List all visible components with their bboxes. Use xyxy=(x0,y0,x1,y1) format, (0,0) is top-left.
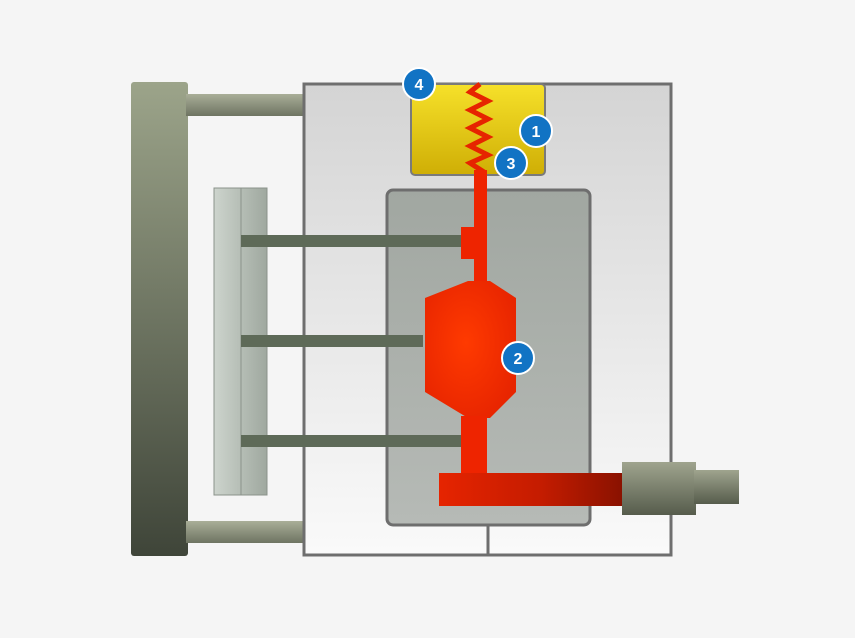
numbered-circle-icon xyxy=(519,114,553,148)
tie-bar-top xyxy=(186,94,306,116)
marker-3: 3 xyxy=(494,146,528,180)
sprue-channel xyxy=(474,170,487,228)
marker-1: 1 xyxy=(519,114,553,148)
marker-4-label: 4 xyxy=(415,77,424,94)
marker-2-label: 2 xyxy=(514,351,523,368)
heater-coil xyxy=(464,82,494,175)
tie-bar-bottom xyxy=(186,521,306,543)
runner-bar xyxy=(439,473,622,506)
lower-channel xyxy=(461,416,487,476)
ejector-pin-top xyxy=(241,235,463,247)
ejector-pin-bottom xyxy=(241,435,463,447)
injection-nozzle xyxy=(622,462,696,515)
numbered-circle-icon xyxy=(402,67,436,101)
gate-channel xyxy=(474,258,487,285)
marker-1-label: 1 xyxy=(532,124,541,141)
marker-3-label: 3 xyxy=(507,156,516,173)
moving-platen xyxy=(131,82,188,556)
numbered-circle-icon xyxy=(494,146,528,180)
marker-4: 4 xyxy=(402,67,436,101)
nozzle-tip xyxy=(694,470,739,504)
ejector-pin-middle xyxy=(241,335,423,347)
molded-part xyxy=(425,281,516,418)
marker-2: 2 xyxy=(501,341,535,375)
numbered-circle-icon xyxy=(501,341,535,375)
gate-block xyxy=(461,227,487,259)
